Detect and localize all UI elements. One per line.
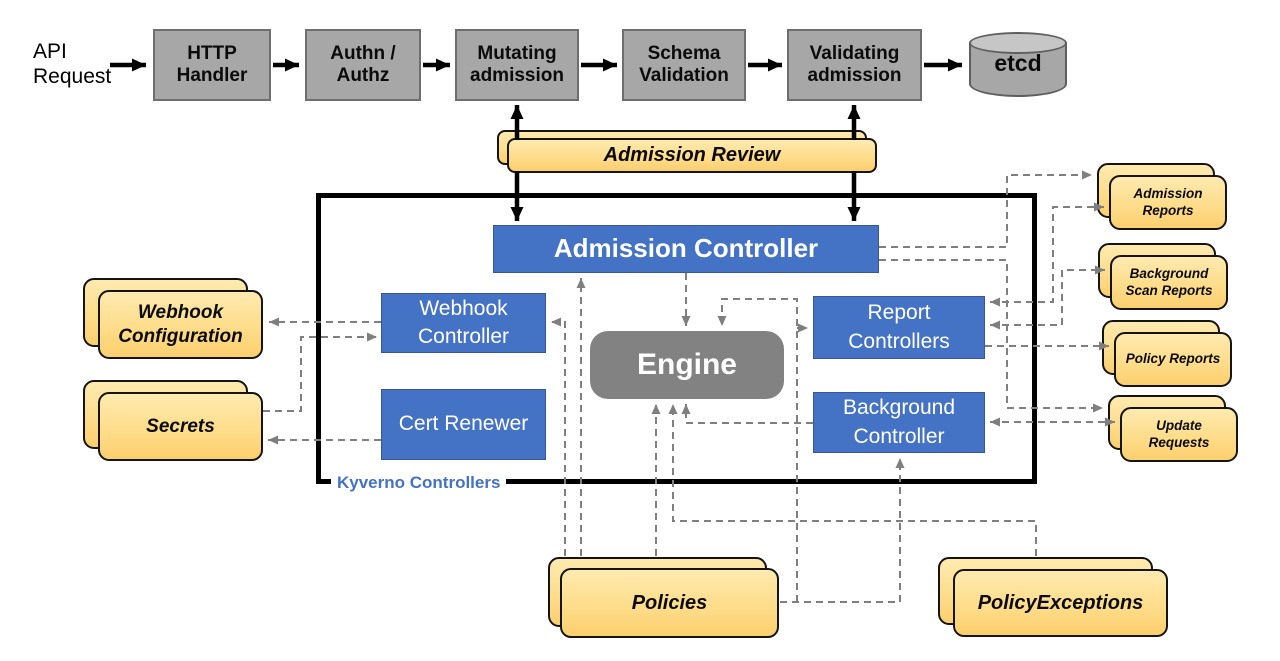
secrets-card: Secrets (98, 392, 263, 461)
background-controller-node: Background Controller (813, 392, 985, 453)
stage-schema-validation-label: Schema Validation (639, 43, 729, 86)
stage-mutating-admission: Mutating admission (455, 29, 579, 101)
stage-validating-admission: Validating admission (787, 29, 922, 101)
background-scan-reports-card: Background Scan Reports (1110, 255, 1228, 310)
report-controllers-label: Report Controllers (848, 301, 950, 353)
policies-card: Policies (560, 568, 779, 638)
update-requests-card: Update Requests (1120, 407, 1238, 462)
policy-exceptions-card: PolicyExceptions (953, 569, 1168, 637)
admission-controller-node: Admission Controller (493, 225, 879, 273)
kyverno-controllers-box-label: Kyverno Controllers (331, 473, 507, 493)
webhook-configuration-card: Webhook Configuration (98, 290, 263, 359)
secrets-label: Secrets (146, 415, 215, 437)
stage-validating-admission-label: Validating admission (807, 43, 902, 86)
webhook-controller-node: Webhook Controller (381, 293, 546, 353)
etcd-label: etcd (994, 50, 1042, 76)
etcd-cylinder-top (969, 32, 1067, 54)
admission-review-card: Admission Review (507, 138, 877, 173)
webhook-controller-label: Webhook Controller (417, 296, 510, 348)
policies-label: Policies (631, 591, 708, 614)
cert-renewer-label: Cert Renewer (398, 412, 529, 436)
policy-reports-label: Policy Reports (1125, 351, 1221, 367)
report-controllers-node: Report Controllers (813, 296, 985, 359)
policy-reports-card: Policy Reports (1114, 332, 1232, 387)
policy-exceptions-label: PolicyExceptions (977, 591, 1144, 614)
stage-http-handler: HTTP Handler (153, 29, 271, 101)
background-controller-label: Background Controller (842, 396, 956, 448)
stage-schema-validation: Schema Validation (622, 29, 746, 101)
stage-authn-authz-label: Authn / Authz (330, 43, 396, 86)
cert-renewer-node: Cert Renewer (381, 389, 546, 460)
admission-review-label: Admission Review (603, 144, 781, 166)
admission-reports-label: Admission Reports (1133, 185, 1203, 218)
admission-reports-card: Admission Reports (1109, 175, 1227, 230)
api-request-label: API Request (33, 40, 112, 89)
stage-mutating-admission-label: Mutating admission (470, 43, 564, 86)
admission-controller-label: Admission Controller (553, 233, 819, 264)
stage-authn-authz: Authn / Authz (305, 29, 421, 101)
engine-node: Engine (590, 331, 784, 399)
webhook-configuration-label: Webhook Configuration (118, 301, 243, 347)
stage-http-handler-label: HTTP Handler (176, 43, 248, 86)
engine-label: Engine (636, 348, 737, 381)
update-requests-label: Update Requests (1148, 417, 1210, 450)
background-scan-reports-label: Background Scan Reports (1125, 265, 1213, 298)
